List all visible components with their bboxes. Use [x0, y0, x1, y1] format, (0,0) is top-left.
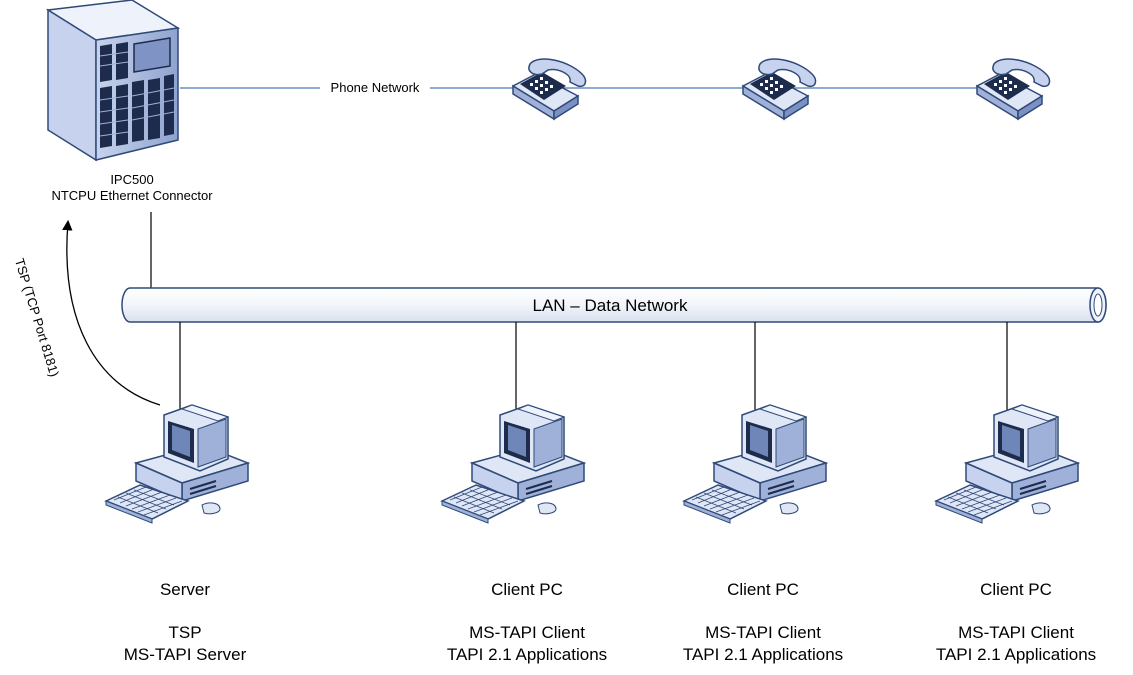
node-line1: TSP [168, 623, 202, 642]
node-name: Server [159, 580, 211, 599]
node-name: Client PC [727, 580, 799, 599]
node-line1: MS-TAPI Client [705, 623, 821, 642]
node-line2: TAPI 2.1 Applications [682, 645, 844, 664]
phone-icon-3 [976, 58, 1051, 120]
phone-icon-1 [512, 58, 587, 120]
node-line1: MS-TAPI Client [958, 623, 1074, 642]
node-server: Server TSP MS-TAPI Server [95, 580, 275, 666]
node-line1: MS-TAPI Client [469, 623, 585, 642]
node-client-2: Client PC MS-TAPI Client TAPI 2.1 Applic… [650, 580, 876, 666]
node-line2: TAPI 2.1 Applications [935, 645, 1097, 664]
tsp-arrow [62, 219, 161, 406]
ipc500-name: IPC500 [110, 172, 154, 187]
phone-icon-2 [742, 58, 817, 120]
ipc500-connector: NTCPU Ethernet Connector [51, 188, 213, 203]
ipc500-cabinet-icon [45, 0, 181, 162]
lan-pipe [121, 287, 1107, 323]
node-name: Client PC [980, 580, 1052, 599]
node-line2: TAPI 2.1 Applications [446, 645, 608, 664]
lan-label: LAN – Data Network [533, 296, 688, 315]
client-computer-icon-3 [935, 404, 1079, 524]
node-client-3: Client PC MS-TAPI Client TAPI 2.1 Applic… [903, 580, 1129, 666]
node-client-1: Client PC MS-TAPI Client TAPI 2.1 Applic… [414, 580, 640, 666]
client-computer-icon-2 [683, 404, 827, 524]
node-line2: MS-TAPI Server [123, 645, 247, 664]
server-computer-icon [105, 404, 249, 524]
client-computer-icon-1 [441, 404, 585, 524]
node-name: Client PC [491, 580, 563, 599]
phone-network-label-bg [320, 79, 430, 97]
phone-network-label: Phone Network [331, 80, 420, 95]
ipc500-label: IPC500 NTCPU Ethernet Connector [32, 172, 232, 204]
